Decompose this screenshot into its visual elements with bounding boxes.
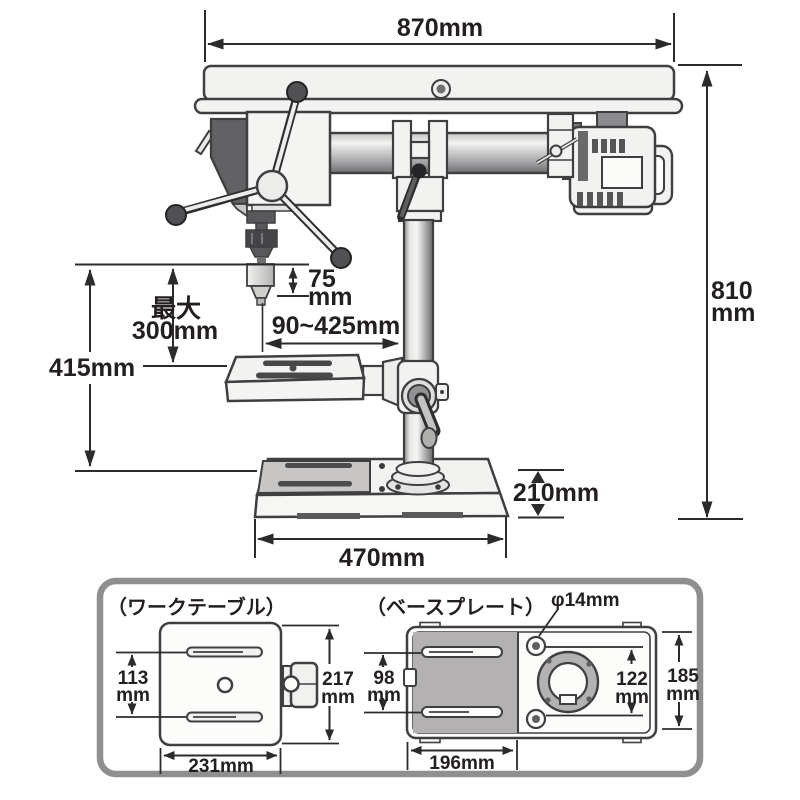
handle-knob: [286, 81, 308, 103]
chuck-stroke-label-2: mm: [308, 283, 352, 311]
overall-width-label: 870mm: [397, 14, 483, 42]
spec-panel: [96, 577, 704, 778]
dim-baseplate-width: [406, 740, 518, 770]
column-clamp: [391, 119, 449, 223]
dimension-annotations: [75, 10, 743, 774]
quill-chuck: [245, 210, 278, 306]
arm-tube: [326, 131, 576, 175]
chuck-stroke-label-1: 75: [308, 265, 336, 293]
dim-overall-height: [678, 64, 743, 520]
dim-worktable-slot-pitch: [116, 651, 186, 718]
dim-baseplate-depth: [662, 631, 692, 730]
handle-hub: [255, 169, 289, 203]
baseplate-width-label: 196mm: [429, 753, 495, 774]
worktable-top-view: [158, 621, 319, 747]
base: [253, 457, 510, 519]
dim-table-swing-range: [261, 303, 399, 352]
worktable-depth-label-2: mm: [321, 687, 355, 708]
baseplate-opening-label-2: mm: [615, 687, 649, 708]
baseplate-slot-pitch-label-1: 98: [373, 668, 394, 689]
drill-head: [194, 110, 332, 306]
dim-baseplate-slot-pitch: [364, 652, 421, 714]
motor-bracket: [596, 111, 628, 129]
dim-worktable-width: [159, 748, 282, 774]
max-travel-label-1: 最大: [151, 295, 201, 323]
spindle-to-base-label: 415mm: [49, 354, 135, 382]
max-travel-label-2: 300mm: [132, 317, 218, 345]
dim-hole-leader: [538, 608, 559, 637]
dim-spindle-to-base: [75, 269, 257, 472]
table-swing-range-label: 90~425mm: [272, 312, 401, 340]
dim-chuck-stroke: [75, 263, 309, 297]
radial-arm-beam: [193, 64, 684, 115]
baseplate-top-view: [403, 621, 658, 744]
motor-vents-top: [592, 139, 625, 153]
baseplate-depth-label-2: mm: [666, 684, 700, 705]
dim-max-spindle-travel: [143, 268, 227, 367]
worktable-title: （ワークテーブル）: [107, 595, 286, 619]
dim-base-depth: [518, 469, 564, 519]
motor: [535, 111, 674, 216]
overall-height-label-2: mm: [711, 299, 755, 327]
work-table: [224, 353, 449, 449]
dim-baseplate-opening: [546, 646, 643, 717]
baseplate-hole-label: φ14mm: [551, 590, 620, 611]
clamp-bolt: [411, 163, 427, 179]
dimension-labels: 870mm 810 mm 75 mm 最大 300mm 415mm 90~425…: [49, 14, 756, 777]
worktable-slot-pitch-label-1: 113: [118, 668, 149, 689]
base-width-label: 470mm: [339, 544, 425, 572]
dim-base-width: [254, 517, 507, 558]
baseplate-slot-pitch-label-2: mm: [367, 685, 401, 706]
baseplate-opening-label-1: 122: [616, 669, 648, 690]
feed-handle: [165, 81, 352, 269]
drill-press-illustration: [165, 64, 684, 519]
baseplate-title: （ベースプレート）: [366, 596, 545, 619]
dim-worktable-depth: [282, 624, 339, 745]
handle-knob: [165, 204, 187, 226]
baseplate-depth-label-1: 185: [667, 666, 699, 687]
base-depth-label: 210mm: [513, 479, 599, 507]
column-flange: [386, 461, 450, 496]
overall-height-label-1: 810: [711, 277, 753, 305]
motor-vents-bottom: [577, 192, 623, 206]
dim-overall-width: [204, 10, 675, 62]
handle-knob: [330, 247, 352, 269]
worktable-slot-pitch-label-2: mm: [116, 685, 150, 706]
worktable-depth-label-1: 217: [322, 669, 354, 690]
worktable-width-label: 231mm: [188, 756, 254, 777]
